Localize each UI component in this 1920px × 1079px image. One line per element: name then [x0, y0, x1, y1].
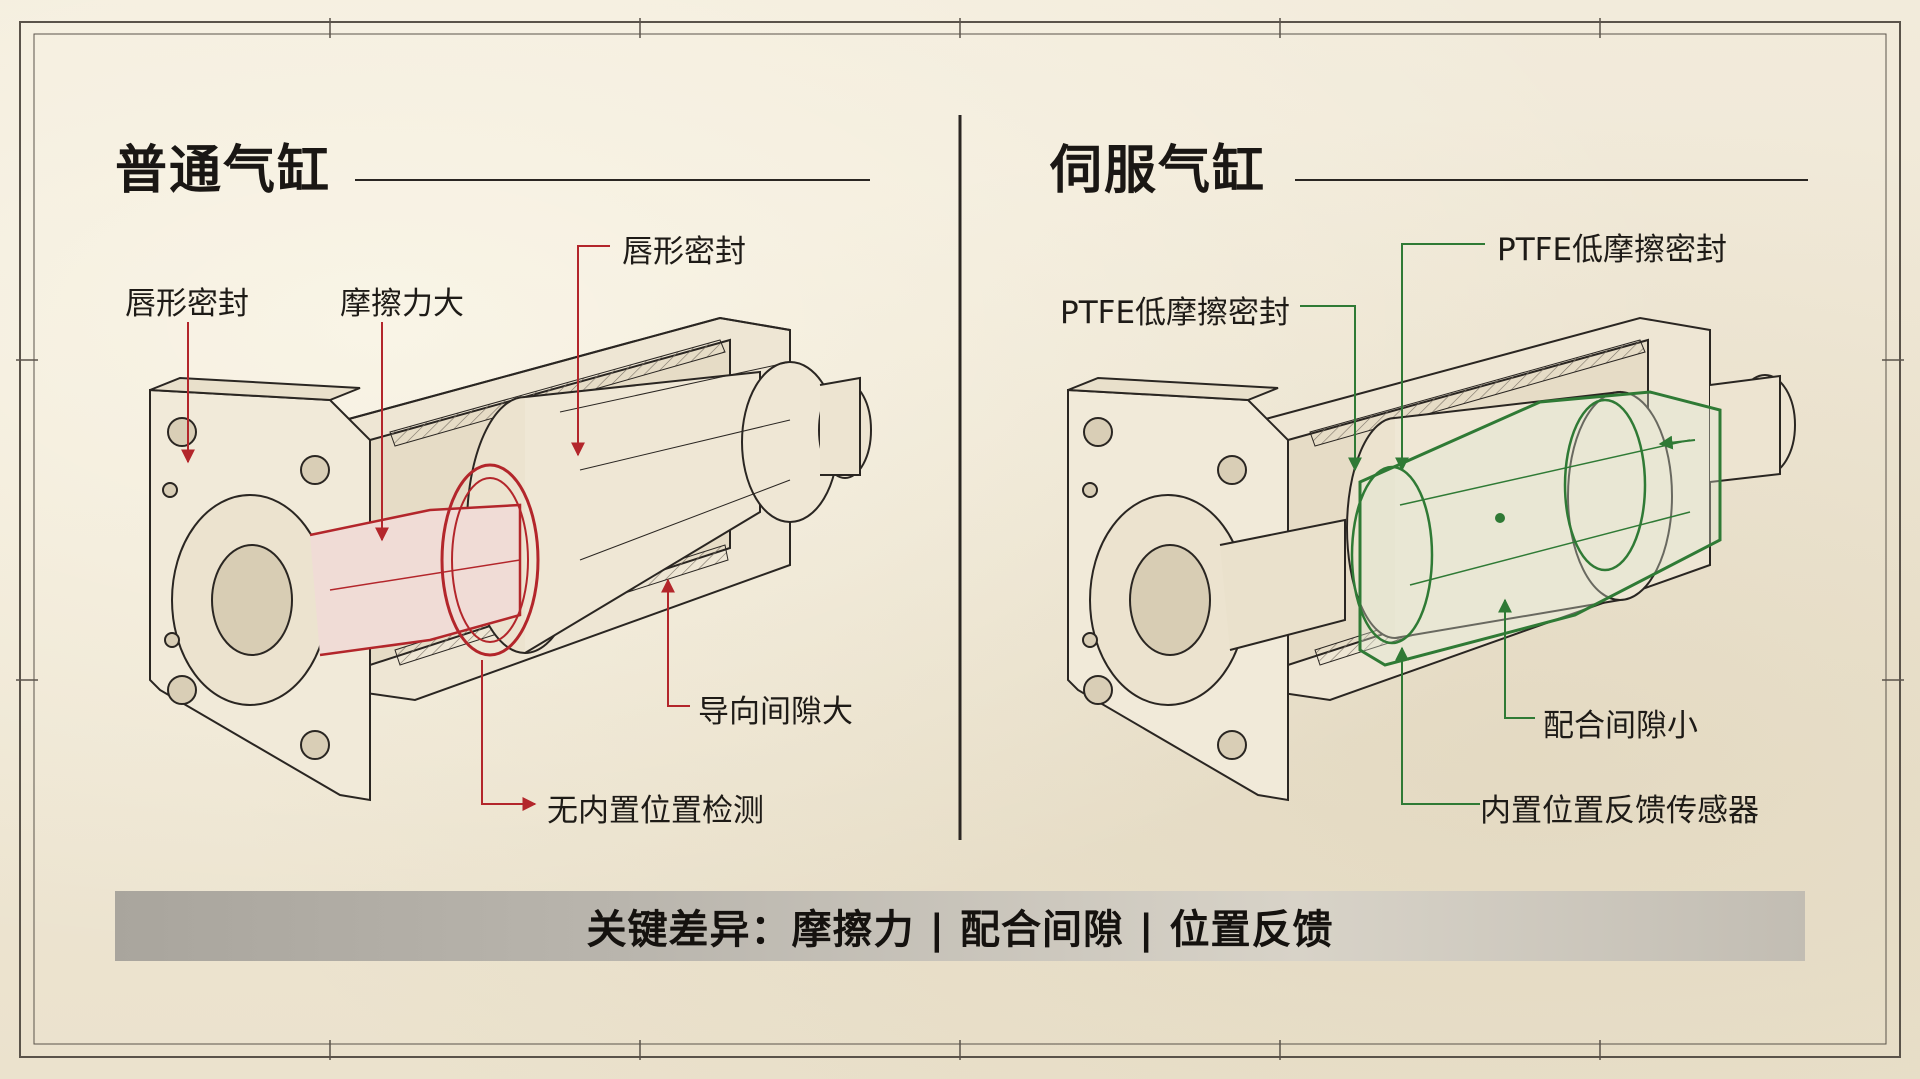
- drawing-frame: [16, 18, 1904, 1060]
- servo-cylinder-drawing: [1067, 316, 1796, 802]
- label-lip-seal-top: 唇形密封: [622, 234, 746, 270]
- standard-cylinder-drawing: [149, 316, 872, 802]
- label-no-position-sensor: 无内置位置检测: [547, 793, 764, 829]
- standard-cylinder-title: 普通气缸: [115, 141, 332, 201]
- standard-leader-lines: [181, 245, 690, 811]
- servo-cylinder-title: 伺服气缸: [1050, 141, 1267, 201]
- label-position-feedback-sensor: 内置位置反馈传感器: [1480, 793, 1759, 829]
- label-friction-high: 摩擦力大: [340, 286, 464, 322]
- label-ptfe-seal-top: PTFE低摩擦密封: [1497, 232, 1728, 268]
- key-difference-banner: 关键差异：摩擦力 | 配合间隙 | 位置反馈: [115, 891, 1805, 961]
- servo-leader-lines: [1300, 243, 1696, 805]
- label-guide-gap-large: 导向间隙大: [698, 694, 853, 730]
- label-lip-seal-left: 唇形密封: [125, 286, 249, 322]
- label-ptfe-seal-left: PTFE低摩擦密封: [1060, 295, 1291, 331]
- label-fit-gap-small: 配合间隙小: [1543, 708, 1698, 744]
